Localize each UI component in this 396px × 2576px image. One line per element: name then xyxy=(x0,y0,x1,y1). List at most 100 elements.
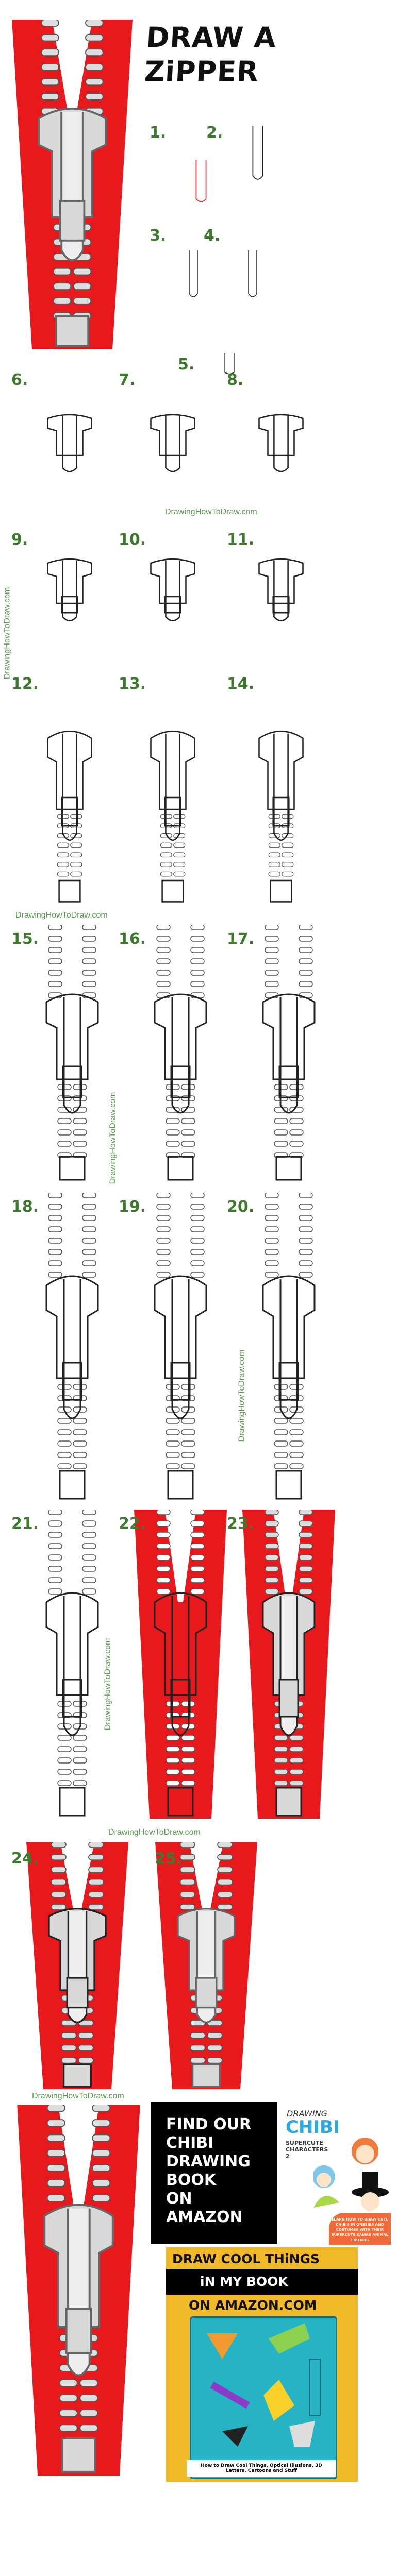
slider-body xyxy=(154,1275,207,1379)
step-1-drawing xyxy=(170,134,232,227)
watermark: DrawingHowToDraw.com xyxy=(32,2092,124,2100)
bottom-stop xyxy=(167,1787,194,1817)
bottom-stop xyxy=(167,1470,194,1500)
step-17-label: 17. xyxy=(227,930,255,948)
step-5-drawing xyxy=(201,340,258,386)
zipper-drawing xyxy=(47,558,92,622)
pull-tab xyxy=(252,126,263,180)
step-22-label: 22. xyxy=(119,1515,146,1533)
step-20-label: 20. xyxy=(227,1198,255,1216)
pull-tab xyxy=(171,1279,190,1419)
promo-line: ON xyxy=(166,2190,192,2208)
step-15-drawing xyxy=(21,924,124,1182)
promo-line-3: ON AMAZON.COM xyxy=(189,2298,317,2313)
step-25-label: 25. xyxy=(155,1850,183,1868)
pull-tab xyxy=(195,160,207,202)
promo-line: DRAWING xyxy=(166,2153,251,2171)
step-3-drawing xyxy=(168,222,219,325)
cool-things-book-promo[interactable]: DRAW COOL THiNGS iN MY BOOK ON AMAZON.CO… xyxy=(166,2247,358,2482)
bottom-stop xyxy=(62,2063,92,2088)
zipper-drawing xyxy=(242,1509,335,1819)
pull-tab xyxy=(62,733,77,841)
bottom-stop xyxy=(61,2437,96,2473)
step-6-label: 6. xyxy=(11,371,28,389)
step-10-label: 10. xyxy=(119,531,146,549)
step-9-drawing xyxy=(26,523,113,657)
bottom-stop xyxy=(167,1156,194,1181)
zipper-drawing xyxy=(195,160,207,202)
slider-body xyxy=(258,414,304,456)
pull-tab xyxy=(189,250,198,297)
pull-tab xyxy=(62,560,77,622)
step-24-label: 24. xyxy=(11,1850,39,1868)
slider-body xyxy=(45,1275,99,1379)
step-13-drawing xyxy=(129,667,217,904)
bottom-stop xyxy=(59,1470,86,1500)
hero-zipper-illustration xyxy=(5,19,139,350)
step-14-drawing xyxy=(237,667,325,904)
zipper-drawing xyxy=(47,414,92,472)
zipper-drawing xyxy=(134,1509,227,1819)
slider-body xyxy=(150,558,195,604)
pull-tab xyxy=(165,560,180,622)
zipper-drawing xyxy=(150,414,195,472)
bottom-stop xyxy=(270,879,292,903)
slider-body xyxy=(154,1592,207,1696)
step-13-label: 13. xyxy=(119,675,146,693)
step-11-label: 11. xyxy=(227,531,255,549)
promo-line: AMAZON xyxy=(166,2208,243,2226)
zipper-drawing xyxy=(258,730,304,903)
step-10-drawing xyxy=(129,523,217,657)
watermark: DrawingHowToDraw.com xyxy=(108,1828,201,1837)
step-7-drawing xyxy=(129,381,217,505)
slider-body xyxy=(154,993,207,1080)
promo-line: FIND OUR xyxy=(166,2115,252,2133)
step-9-label: 9. xyxy=(11,531,28,549)
step-8-drawing xyxy=(237,381,325,505)
chibi-book-promo[interactable]: FIND OUR CHIBI DRAWING BOOK ON AMAZON xyxy=(151,2102,277,2244)
step-18-label: 18. xyxy=(11,1198,39,1216)
pull-tab xyxy=(63,1596,81,1736)
bottom-stop xyxy=(58,879,81,903)
step-24-drawing xyxy=(21,1841,134,2089)
step-12-drawing xyxy=(26,667,113,904)
bottom-stop xyxy=(275,1156,302,1181)
bottom-stop xyxy=(161,879,184,903)
watermark: DrawingHowToDraw.com xyxy=(3,587,12,680)
bottom-stop xyxy=(59,1787,86,1817)
pull-tab xyxy=(63,1279,81,1419)
zipper-drawing xyxy=(258,414,304,472)
zipper-drawing xyxy=(189,250,198,297)
zipper-drawing xyxy=(248,250,257,297)
slider-body xyxy=(150,414,195,456)
pull-tab xyxy=(171,1596,190,1736)
step-4-drawing xyxy=(227,222,278,325)
step-2-drawing xyxy=(227,93,289,211)
step-17-drawing xyxy=(237,924,340,1182)
promo-line: CHIBI xyxy=(166,2134,214,2152)
step-23-drawing xyxy=(237,1509,340,1819)
step-20-drawing xyxy=(237,1192,340,1502)
step-19-label: 19. xyxy=(119,1198,146,1216)
step-16-drawing xyxy=(129,924,232,1182)
pull-tab xyxy=(171,997,190,1114)
pull-tab xyxy=(63,997,81,1114)
step-21-label: 21. xyxy=(11,1515,39,1533)
promo-line-2: iN MY BOOK xyxy=(166,2269,358,2295)
zipper-drawing xyxy=(45,1509,99,1817)
zipper-drawing xyxy=(17,2104,140,2476)
zipper-drawing xyxy=(262,1192,316,1500)
cover-subtitle: How to Draw Cool Things, Optical Illusio… xyxy=(187,2460,336,2477)
zipper-drawing xyxy=(262,924,316,1181)
slider-body xyxy=(258,730,304,810)
cover-artwork xyxy=(207,2323,321,2447)
pull-tab xyxy=(273,733,289,841)
chibi-book-cover[interactable]: DRAWING CHIBI SUPERCUTE CHARACTERS 2 LEA… xyxy=(283,2105,391,2245)
step-14-label: 14. xyxy=(227,675,255,693)
watermark: DrawingHowToDraw.com xyxy=(103,1638,112,1731)
slider-body xyxy=(262,993,316,1080)
step-1-label: 1. xyxy=(150,124,167,142)
pull-tab xyxy=(248,250,257,297)
step-16-label: 16. xyxy=(119,930,146,948)
step-5-label: 5. xyxy=(178,355,195,374)
